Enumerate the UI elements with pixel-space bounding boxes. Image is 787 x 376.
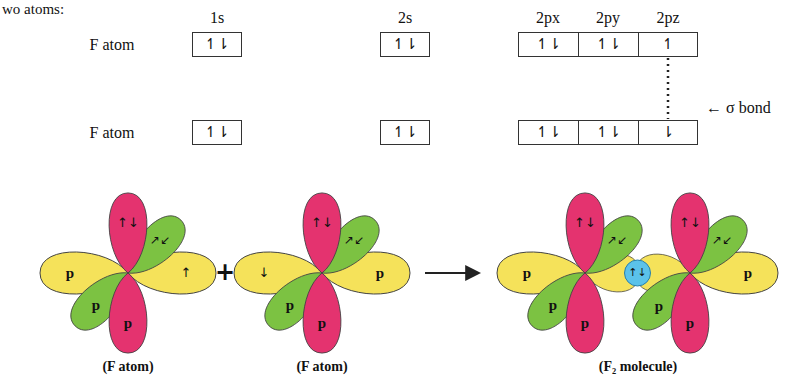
orbital-box: ⇂ [638,120,698,145]
p-lobe [566,273,604,353]
electron-arrows: ↿⇂ [204,125,229,140]
f-atom-orbitals [624,193,755,353]
figure-caption: (F₂ molecule) [599,359,677,374]
orbital-box: ↿⇂ [518,32,579,57]
lobe-electrons: ↓ [259,266,270,280]
bond-label: ← σ bond [706,99,771,117]
caption-fragment: wo atoms: [2,1,64,18]
lobe-label: p [66,265,74,282]
electron-arrows: ⇂ [662,125,675,140]
electron-arrows: ↿⇂ [392,125,417,140]
orbital-box: ↿ [638,32,698,57]
orbital-name: 1s [210,9,224,27]
electron-arrows: ↿⇂ [392,37,417,52]
plus-sign: + [215,259,235,285]
p-lobe [566,193,604,273]
lobe-label: p [686,315,694,332]
orbital-box: ↿⇂ [518,120,579,145]
orbital-name: 2py [596,9,620,27]
lobe-label: p [124,315,132,332]
orbital-name: 2px [536,9,560,27]
orbital-box: ↿⇂ [578,120,639,145]
electron-arrows: ↿⇂ [536,125,561,140]
electron-arrows: ↿ [662,37,675,52]
lobe-label: p [523,265,531,282]
lobe-electrons: ↗↙ [607,234,627,247]
p-lobe [303,273,341,353]
lobe-electrons: ↑↓ [311,216,333,230]
sigma-bond-line [667,58,670,119]
lobe-label: p [655,298,663,315]
lobe-electrons: ↗↙ [712,234,732,247]
p-lobe [109,193,147,273]
electron-arrows: ↿⇂ [596,125,621,140]
lobe-label: p [286,297,294,314]
f-atom-orbitals [519,193,650,353]
orbital-name: 2pz [656,9,679,27]
orbital-box: ↿⇂ [380,32,430,57]
orbital-name: 2s [398,9,412,27]
lobe-label: p [376,265,384,282]
lobe-electrons: ↑↓ [117,216,139,230]
lobe-electrons: ↗↙ [344,234,364,247]
bond-electrons: ↑↓ [628,267,646,279]
figure-caption: (F atom) [296,359,347,374]
reaction-arrow [425,272,478,274]
lobe-label: p [549,297,557,314]
orbital-box: ↿⇂ [380,120,430,145]
figure-caption: (F atom) [102,359,153,374]
lobe-label: p [744,265,752,282]
f-atom-orbitals [234,193,410,353]
atom-label: F atom [90,124,135,142]
p-lobe [109,273,147,353]
lobe-electrons: ↑↓ [574,216,596,230]
electron-arrows: ↿⇂ [204,37,229,52]
lobe-electrons: ↗↙ [150,234,170,247]
p-lobe [671,193,709,273]
overlap-region [625,260,651,286]
electron-arrows: ↿⇂ [536,37,561,52]
atom-label: F atom [90,36,135,54]
lobe-label: p [92,297,100,314]
p-lobe [303,193,341,273]
lobe-label: p [318,315,326,332]
p-lobe [671,273,709,353]
electron-arrows: ↿⇂ [596,37,621,52]
orbital-box: ↿⇂ [192,32,242,57]
lobe-electrons: ↑ [181,266,192,280]
f-atom-orbitals [40,193,216,353]
lobe-label: p [581,315,589,332]
orbital-box: ↿⇂ [192,120,242,145]
lobe-electrons: ↑↓ [679,216,701,230]
orbital-box: ↿⇂ [578,32,639,57]
